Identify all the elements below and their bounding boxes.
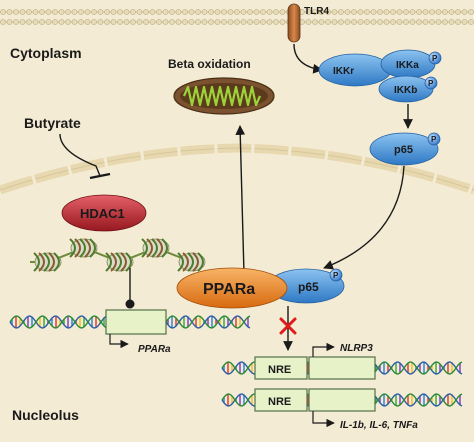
tlr4-label: TLR4 [304, 6, 329, 17]
cytoplasm-label: Cytoplasm [10, 45, 82, 61]
butyrate-label: Butyrate [24, 115, 81, 131]
ppara-protein-label: PPARa [203, 281, 255, 298]
cytokine-tss-arrow [312, 411, 335, 428]
nucleolus-label: Nucleolus [12, 407, 79, 423]
nre-box-1 [254, 356, 308, 380]
p65-cytoplasm [369, 132, 439, 166]
nre-box-2 [254, 388, 308, 412]
cytokine-gene-label: IL-1b, IL-6, TNFa [340, 420, 418, 431]
arrow-p65-translocation [323, 165, 405, 270]
chromatin-icon [30, 238, 206, 272]
nlrp3-gene-label: NLRP3 [340, 343, 373, 354]
arrow-tlr4-to-ikk [293, 43, 323, 74]
phospho-ikka [428, 51, 442, 65]
ppara-tss-arrow [109, 334, 129, 349]
phospho-p65-nuclear [329, 268, 343, 282]
cytokine-gene-box [308, 388, 376, 412]
hdac1-label: HDAC1 [80, 206, 125, 221]
beta-oxidation-label: Beta oxidation [168, 57, 251, 71]
ppara-gene-box [105, 309, 167, 335]
inhibit-butyrate-hdac1 [59, 133, 101, 177]
ikkr-protein [318, 53, 392, 87]
inhibit-knob-ppara-gene [125, 299, 135, 309]
phospho-p65-nuclear-label: P [333, 271, 339, 280]
nuclear-membrane [0, 143, 474, 195]
ppara-protein [176, 267, 288, 309]
phospho-ikka-label: P [432, 54, 438, 63]
inhibition-x-icon [279, 317, 297, 335]
phospho-ikkb-label: P [428, 79, 434, 88]
ppara-gene-label: PPARa [138, 344, 171, 355]
p65-nuclear-label: p65 [298, 280, 319, 294]
phospho-p65-cytoplasm-label: P [431, 135, 437, 144]
arrow-ppara-to-beta-oxidation [235, 125, 246, 275]
nlrp3-gene-box [308, 356, 376, 380]
ikk-complex [318, 49, 436, 103]
phospho-p65-cytoplasm [427, 132, 441, 146]
ikka-label: IKKa [396, 60, 419, 71]
hdac1-protein [61, 194, 147, 232]
mitochondrion-icon [173, 77, 275, 115]
nre-label-2: NRE [268, 396, 291, 408]
inhibit-bar-hdac1 [89, 172, 111, 180]
tlr4-receptor [287, 3, 301, 43]
ikkb-label: IKKb [394, 85, 417, 96]
p65-cytoplasm-label: p65 [394, 144, 413, 156]
phospho-ikkb [424, 76, 438, 90]
nlrp3-tss-arrow [312, 342, 335, 357]
nre-label-1: NRE [268, 364, 291, 376]
ikkr-label: IKKr [333, 66, 354, 77]
